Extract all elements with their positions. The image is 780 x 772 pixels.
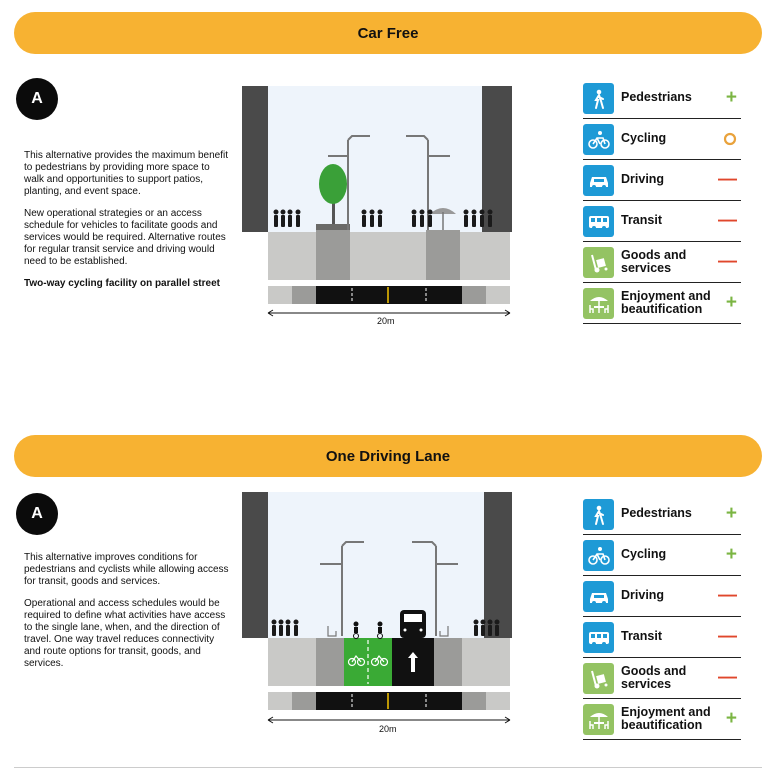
sidewalk — [268, 638, 510, 686]
rating-label: Transit — [621, 213, 662, 227]
bicycle-icon — [583, 540, 614, 571]
rating-minus-icon: — — [718, 169, 737, 190]
rating-row-pedestrians: Pedestrians + — [583, 496, 741, 535]
building-left — [242, 492, 268, 638]
option-badge: A — [16, 493, 58, 535]
patio-icon — [583, 288, 614, 319]
page-divider — [14, 767, 762, 768]
pedestrians — [271, 619, 500, 636]
pedestrians — [273, 209, 493, 227]
bus-icon — [583, 622, 614, 653]
streetlight — [328, 135, 450, 230]
pedestrian-icon — [583, 499, 614, 530]
rating-minus-icon: — — [718, 585, 737, 606]
scale-bar — [267, 309, 511, 317]
rating-row-transit: Transit — — [583, 619, 741, 658]
scale-label: 20m — [377, 316, 395, 326]
description: This alternative improves conditions for… — [24, 552, 229, 680]
plan-view-strip — [268, 692, 510, 710]
scale-bar — [267, 716, 511, 724]
bus-icon — [400, 610, 426, 638]
rating-row-pedestrians: Pedestrians + — [583, 80, 741, 119]
cyclists — [353, 621, 383, 639]
car-icon — [583, 165, 614, 196]
description: This alternative provides the maximum be… — [24, 150, 229, 300]
building-left — [242, 86, 268, 232]
patio-zone — [426, 230, 460, 280]
rating-row-enjoyment: Enjoyment and beautification + — [583, 701, 741, 740]
rating-label: Pedestrians — [621, 90, 692, 104]
rating-plus-icon: + — [725, 87, 737, 108]
section-banner: Car Free — [14, 12, 762, 54]
bicycle-icon — [583, 124, 614, 155]
patio-icon — [583, 704, 614, 735]
street-cross-section-diagram — [242, 86, 512, 317]
rating-plus-icon: + — [725, 292, 737, 313]
rating-label: Driving — [621, 588, 665, 602]
rating-row-goods: Goods and services — — [583, 244, 741, 283]
section-title: Car Free — [357, 24, 419, 42]
rating-plus-icon: + — [725, 503, 737, 524]
building-right — [482, 86, 510, 232]
plan-view-strip — [268, 286, 510, 304]
tree — [316, 164, 350, 230]
description-paragraph: This alternative provides the maximum be… — [24, 150, 228, 197]
pedestrian-plaza — [268, 232, 510, 280]
rating-row-cycling: Cycling + — [583, 537, 741, 576]
rating-label: Enjoyment and beautification — [621, 705, 711, 732]
cycling-note: Two-way cycling facility on parallel str… — [24, 278, 220, 289]
rating-label: Pedestrians — [621, 506, 692, 520]
rating-plus-icon: + — [725, 544, 737, 565]
option-badge-letter: A — [31, 90, 43, 107]
hand-truck-icon — [583, 247, 614, 278]
description-paragraph: Operational and access schedules would b… — [24, 598, 226, 669]
rating-minus-icon: — — [718, 667, 737, 688]
scale-label: 20m — [379, 724, 397, 734]
rating-label: Cycling — [621, 547, 667, 561]
rating-row-driving: Driving — — [583, 578, 741, 617]
option-badge: A — [16, 78, 58, 120]
option-badge-letter: A — [31, 505, 43, 522]
rating-row-transit: Transit — — [583, 203, 741, 242]
rating-circle-icon — [723, 129, 737, 151]
bus-icon — [583, 206, 614, 237]
rating-row-cycling: Cycling — [583, 121, 741, 160]
patio-umbrella — [430, 208, 456, 230]
benches — [327, 626, 449, 637]
rating-label: Goods and services — [621, 248, 687, 275]
rating-minus-icon: — — [718, 210, 737, 231]
rating-label: Cycling — [621, 131, 667, 145]
description-paragraph: New operational strategies or an access … — [24, 208, 226, 267]
rating-label: Transit — [621, 629, 662, 643]
rating-row-goods: Goods and services — — [583, 660, 741, 699]
planter — [316, 230, 350, 280]
bike-lane — [344, 638, 392, 686]
rating-label: Enjoyment and beautification — [621, 289, 711, 316]
rating-row-enjoyment: Enjoyment and beautification + — [583, 285, 741, 324]
rating-minus-icon: — — [718, 626, 737, 647]
section-title: One Driving Lane — [325, 447, 451, 465]
rating-plus-icon: + — [725, 708, 737, 729]
pedestrian-icon — [583, 83, 614, 114]
building-right — [484, 492, 510, 638]
description-paragraph: This alternative improves conditions for… — [24, 552, 229, 587]
driving-lane — [392, 638, 434, 686]
hand-truck-icon — [583, 663, 614, 694]
section-banner: One Driving Lane — [14, 435, 762, 477]
car-icon — [583, 581, 614, 612]
rating-label: Goods and services — [621, 664, 687, 691]
streetlight — [320, 541, 458, 636]
sky — [268, 86, 510, 232]
alternative-section-car-free: Car Free A This alternative provides the… — [14, 12, 762, 326]
rating-label: Driving — [621, 172, 665, 186]
rating-minus-icon: — — [718, 251, 737, 272]
direction-arrow-icon — [408, 652, 418, 672]
street-cross-section-diagram — [242, 492, 512, 724]
rating-row-driving: Driving — — [583, 162, 741, 201]
